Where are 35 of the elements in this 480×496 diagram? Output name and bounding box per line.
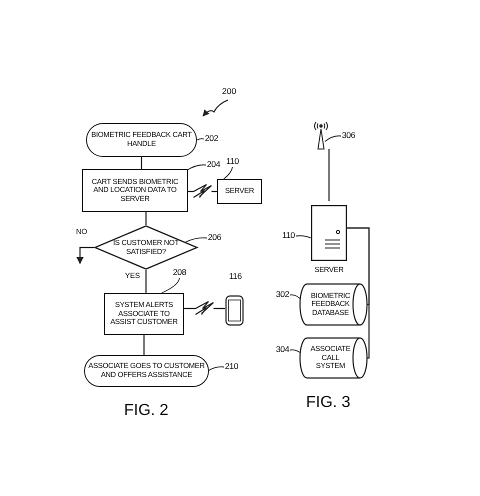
reference-number: 302 [276,290,290,300]
connector-line [187,184,218,198]
connector-line [145,212,147,225]
leader-line [185,237,208,243]
reference-number: 210 [224,362,238,372]
arrow [76,246,94,264]
connector-line [183,300,226,316]
terminal-box [86,123,197,157]
reference-number: 306 [342,131,356,141]
reference-number: 202 [204,134,218,144]
reference-number: 304 [276,345,290,355]
reference-number: 110 [226,157,239,167]
figure-label: FIG. 3 [306,394,350,412]
connector-line [347,227,370,359]
connector-line [140,157,142,169]
connector-line [143,335,145,355]
leader-line [186,164,206,171]
reference-number: 110 [282,231,295,241]
reference-number: 204 [206,160,220,170]
reference-number: 116 [229,271,242,281]
reference-number: 200 [222,86,236,96]
connector-line [145,270,147,293]
process-box [104,293,184,335]
figure-label: FIG. 2 [124,402,168,420]
reference-number: 208 [172,268,186,278]
leader-line [207,366,224,372]
leader-line [324,135,342,142]
terminal-box [84,355,209,387]
reference-number: 206 [208,233,222,243]
process-box [82,169,188,212]
connector-line [328,149,330,201]
process-box [217,179,262,204]
leader-line [161,278,180,294]
leader-line [296,235,312,238]
leader-line [223,166,233,180]
